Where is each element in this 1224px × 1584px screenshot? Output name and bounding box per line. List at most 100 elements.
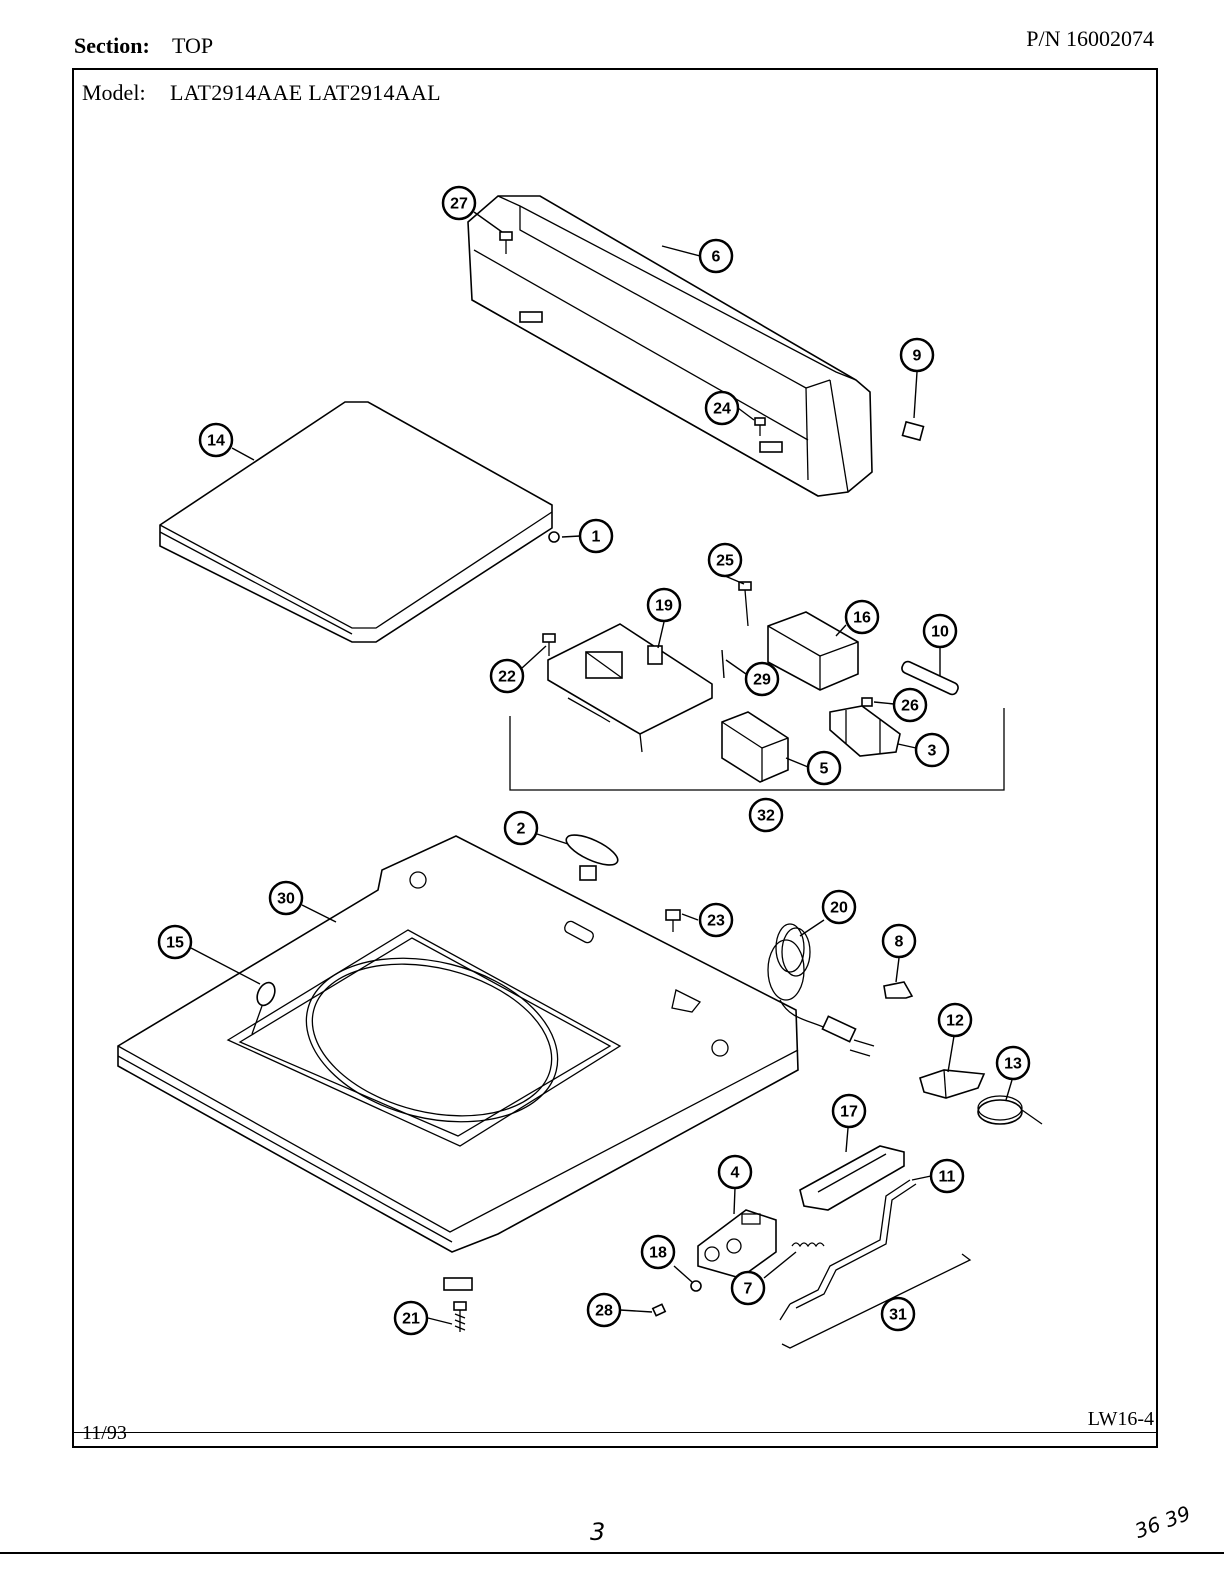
callout-18: 18: [640, 1234, 676, 1270]
svg-text:17: 17: [840, 1104, 858, 1121]
svg-text:26: 26: [901, 698, 919, 715]
callout-12: 12: [937, 1002, 973, 1038]
callout-5: 5: [806, 750, 842, 786]
footer-divider: [72, 1432, 1158, 1433]
clamp-12: [919, 1069, 986, 1099]
svg-text:15: 15: [166, 935, 184, 952]
svg-text:3: 3: [928, 743, 937, 760]
callout-3: 3: [914, 732, 950, 768]
screw-26: [861, 697, 873, 707]
capacitor-box-16: [767, 611, 859, 691]
assembly-bracket-32: [509, 708, 1005, 791]
clip-and-screw-21: [443, 1277, 473, 1332]
section-label: Section:: [74, 33, 150, 58]
callout-21: 21: [393, 1300, 429, 1336]
screw-28: [651, 1303, 667, 1317]
svg-text:23: 23: [707, 913, 725, 930]
callout-27: 27: [441, 185, 477, 221]
lid-latch-2: [565, 834, 619, 881]
bumper-1: [548, 531, 560, 543]
svg-text:8: 8: [895, 934, 904, 951]
model-label: Model:: [82, 80, 146, 105]
svg-text:2: 2: [517, 821, 526, 838]
callout-24: 24: [704, 390, 740, 426]
callout-15: 15: [157, 924, 193, 960]
svg-text:20: 20: [830, 900, 848, 917]
pin-29: [721, 649, 725, 679]
svg-text:16: 16: [853, 610, 871, 627]
svg-text:13: 13: [1004, 1056, 1022, 1073]
callout-19: 19: [646, 587, 682, 623]
svg-text:10: 10: [931, 624, 949, 641]
callout-1: 1: [578, 518, 614, 554]
screw-24: [754, 417, 766, 436]
callout-labels: 1 2 3 4 5 6 7 8 9 10 11 12 13 14 15 16 1…: [157, 185, 1031, 1336]
svg-text:7: 7: [744, 1281, 753, 1298]
svg-text:32: 32: [757, 808, 775, 825]
svg-text:27: 27: [450, 196, 468, 213]
svg-text:22: 22: [498, 669, 516, 686]
lid: [159, 401, 553, 643]
callout-23: 23: [698, 902, 734, 938]
svg-text:9: 9: [913, 348, 922, 365]
svg-text:6: 6: [712, 249, 721, 266]
page-bottom-rule: [0, 1552, 1224, 1554]
callout-13: 13: [995, 1045, 1031, 1081]
lid-switch-bracket: [547, 623, 713, 753]
clip-3: [829, 705, 901, 757]
diagram-frame: [72, 68, 1158, 1448]
control-panel-console: [467, 195, 873, 497]
screw-25: [738, 581, 752, 627]
callout-2: 2: [503, 810, 539, 846]
model-values: LAT2914AAE LAT2914AAL: [170, 80, 441, 105]
screw-22: [542, 633, 556, 656]
svg-text:29: 29: [753, 672, 771, 689]
callout-10: 10: [922, 613, 958, 649]
callout-30: 30: [268, 880, 304, 916]
svg-text:18: 18: [649, 1245, 667, 1262]
page-number: 3: [590, 1518, 606, 1546]
callout-6: 6: [698, 238, 734, 274]
assembly-bracket-31: [781, 1253, 972, 1349]
callout-16: 16: [844, 599, 880, 635]
callout-26: 26: [892, 687, 928, 723]
svg-text:30: 30: [277, 891, 295, 908]
callout-14: 14: [198, 422, 234, 458]
screw-27: [499, 231, 513, 254]
svg-text:24: 24: [713, 401, 731, 418]
callout-9: 9: [899, 337, 935, 373]
svg-text:31: 31: [889, 1307, 907, 1324]
callout-8: 8: [881, 923, 917, 959]
callout-31: 31: [880, 1296, 916, 1332]
svg-text:19: 19: [655, 598, 673, 615]
linkage-11: [779, 1179, 917, 1321]
top-panel: [117, 835, 799, 1253]
clip-9: [901, 420, 925, 442]
callout-7: 7: [730, 1270, 766, 1306]
section-value: TOP: [172, 33, 214, 58]
callout-28: 28: [586, 1292, 622, 1328]
svg-text:28: 28: [595, 1303, 613, 1320]
power-cord-20: [767, 923, 875, 1057]
leader-lines: [190, 211, 1013, 1325]
fuse-10: [901, 660, 959, 696]
bolt-23: [665, 909, 681, 932]
callout-25: 25: [707, 542, 743, 578]
callout-22: 22: [489, 658, 525, 694]
revision-date: 11/93: [82, 1422, 127, 1444]
svg-text:11: 11: [939, 1169, 956, 1186]
cap-15: [251, 981, 276, 1035]
callout-20: 20: [821, 889, 857, 925]
spring-7: [791, 1242, 825, 1248]
knob-8: [883, 981, 914, 999]
svg-text:5: 5: [820, 761, 829, 778]
ring-13: [977, 1095, 1043, 1125]
callout-29: 29: [744, 661, 780, 697]
svg-text:14: 14: [207, 433, 225, 450]
svg-text:1: 1: [592, 529, 601, 546]
svg-text:12: 12: [946, 1013, 964, 1030]
diagram-code: LW16-4: [1087, 1408, 1154, 1430]
lid-switch-5: [721, 711, 789, 783]
callout-32: 32: [748, 797, 784, 833]
